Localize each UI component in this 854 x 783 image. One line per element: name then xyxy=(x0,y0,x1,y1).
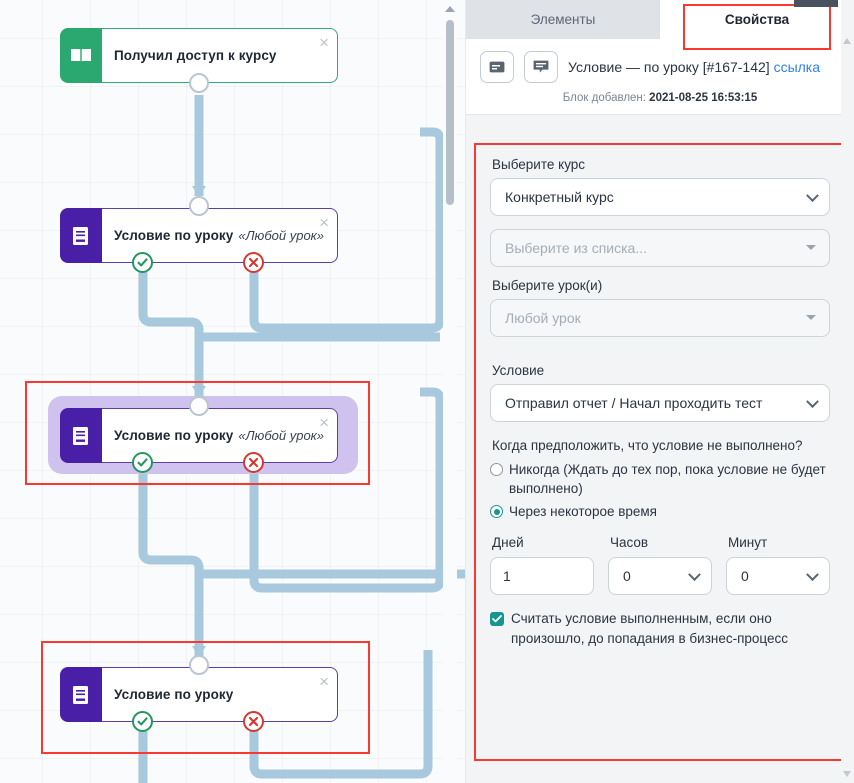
days-label: Дней xyxy=(492,535,524,551)
days-field: Дней xyxy=(490,535,594,596)
flow-node-subtitle: «Любой урок» xyxy=(238,228,325,243)
close-icon[interactable]: × xyxy=(319,213,329,232)
node-port-top[interactable] xyxy=(189,655,209,675)
minutes-select[interactable]: 0 xyxy=(726,557,830,596)
condition-label: Условие xyxy=(492,363,545,378)
hours-field: Часов 0 xyxy=(608,535,712,596)
count-condition-checkbox[interactable] xyxy=(490,612,504,627)
hours-select[interactable]: 0 xyxy=(608,557,712,596)
node-port-bottom[interactable] xyxy=(189,73,209,93)
lesson-select-wrap: Любой урок xyxy=(490,299,830,337)
open-book-icon xyxy=(60,28,102,83)
properties-form: Выберите курс Конкретный курс Выберите и… xyxy=(474,143,846,761)
node-port-success[interactable] xyxy=(132,452,153,473)
course-list-select[interactable]: Выберите из списка... xyxy=(490,229,830,267)
panel-title-row: Условие — по уроку [#167-142] ссылка xyxy=(568,59,820,75)
panel-tabs: Элементы Свойства xyxy=(466,0,854,39)
node-port-failure[interactable] xyxy=(243,452,264,473)
lesson-condition-icon xyxy=(60,667,102,722)
card-icon[interactable] xyxy=(480,51,514,83)
condition-select-wrap: Отправил отчет / Начал проходить тест xyxy=(490,384,830,422)
flow-node-lesson-condition-1[interactable]: Условие по уроку «Любой урок» × xyxy=(60,208,338,263)
course-select-wrap: Конкретный курс xyxy=(490,178,830,216)
close-icon[interactable]: × xyxy=(319,33,329,52)
scroll-down-arrow-icon[interactable] xyxy=(843,771,851,777)
flow-node-lesson-condition-2[interactable]: Условие по уроку «Любой урок» × xyxy=(60,408,338,463)
flowchart-canvas[interactable]: Получил доступ к курсу × Условие по урок… xyxy=(0,0,466,783)
comment-icon[interactable] xyxy=(524,51,558,83)
close-icon[interactable]: × xyxy=(319,413,329,432)
lesson-condition-icon xyxy=(60,408,102,463)
condition-select[interactable]: Отправил отчет / Начал проходить тест xyxy=(490,384,830,422)
edge-layer xyxy=(138,95,465,783)
radio-never[interactable]: Никогда (Ждать до тех пор, пока условие … xyxy=(490,460,830,498)
canvas-scrollbar[interactable] xyxy=(443,0,457,783)
properties-panel: Элементы Свойства xyxy=(466,0,854,783)
block-added-label: Блок добавлен: xyxy=(562,92,646,104)
tab-elements[interactable]: Элементы xyxy=(466,0,660,39)
scroll-up-arrow-icon[interactable] xyxy=(445,6,455,12)
flow-node-title: Получил доступ к курсу xyxy=(114,48,277,63)
node-port-success[interactable] xyxy=(132,252,153,273)
delay-fields-row: Дней Часов 0 Минут 0 xyxy=(490,535,830,596)
node-port-success[interactable] xyxy=(132,711,153,732)
panel-title-link[interactable]: ссылка xyxy=(773,59,821,75)
flow-node-title: Условие по уроку xyxy=(114,428,234,443)
node-port-failure[interactable] xyxy=(243,711,264,732)
minutes-label: Минут xyxy=(728,535,768,551)
node-port-top[interactable] xyxy=(189,396,209,416)
fail-question-label: Когда предположить, что условие не выпол… xyxy=(492,438,803,453)
block-added-value: 2021-08-25 16:53:15 xyxy=(649,92,758,104)
panel-title: Условие — по уроку [#167-142] xyxy=(568,59,770,75)
radio-after-indicator[interactable] xyxy=(490,505,503,519)
radio-never-label: Никогда (Ждать до тех пор, пока условие … xyxy=(509,462,826,497)
flow-node-lesson-condition-3[interactable]: Условие по уроку × xyxy=(60,667,338,722)
lesson-select[interactable]: Любой урок xyxy=(490,299,830,337)
scroll-up-arrow-icon[interactable] xyxy=(843,38,851,44)
lesson-condition-icon xyxy=(60,208,102,263)
lesson-label: Выберите урок(и) xyxy=(492,278,603,293)
radio-after[interactable]: Через некоторое время xyxy=(490,502,830,521)
hours-label: Часов xyxy=(610,535,649,551)
flow-node-title: Условие по уроку xyxy=(114,687,234,702)
flow-node-title: Условие по уроку xyxy=(114,228,234,243)
minutes-field: Минут 0 xyxy=(726,535,830,596)
node-port-failure[interactable] xyxy=(243,252,264,273)
canvas-scrollbar-thumb[interactable] xyxy=(446,20,454,205)
days-input[interactable] xyxy=(490,557,594,596)
panel-scrollbar[interactable] xyxy=(841,0,854,783)
course-label: Выберите курс xyxy=(492,157,586,172)
flow-node-subtitle: «Любой урок» xyxy=(238,428,325,443)
topbar-stub xyxy=(794,0,838,7)
flow-node-course-access[interactable]: Получил доступ к курсу × xyxy=(60,28,338,83)
radio-after-label: Через некоторое время xyxy=(509,504,657,520)
node-port-top[interactable] xyxy=(189,196,209,216)
radio-never-indicator[interactable] xyxy=(490,463,503,476)
course-list-select-wrap: Выберите из списка... xyxy=(490,229,830,267)
block-added-meta: Блок добавлен: 2021-08-25 16:53:15 xyxy=(480,92,840,104)
close-icon[interactable]: × xyxy=(319,672,329,691)
count-condition-checkbox-row[interactable]: Считать условие выполненным, если оно пр… xyxy=(490,609,830,648)
flow-node-body[interactable]: Получил доступ к курсу × xyxy=(102,28,338,83)
course-select[interactable]: Конкретный курс xyxy=(490,178,830,216)
canvas-grid xyxy=(0,0,465,783)
count-condition-label: Считать условие выполненным, если оно пр… xyxy=(511,611,789,647)
panel-header: Условие — по уроку [#167-142] ссылка Бло… xyxy=(466,39,854,115)
